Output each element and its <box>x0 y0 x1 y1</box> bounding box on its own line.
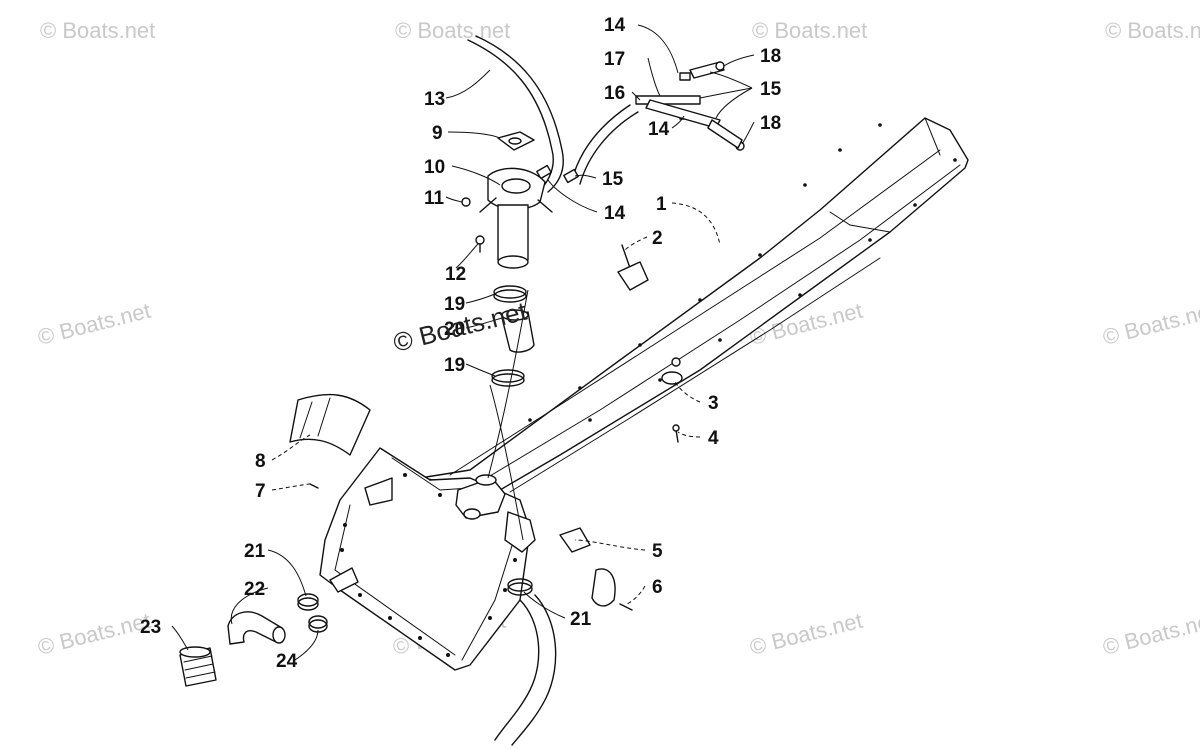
callout-15-upper: 15 <box>760 79 782 100</box>
callout-14-top: 14 <box>604 15 626 36</box>
callout-21-right: 21 <box>570 609 592 630</box>
part-10-filler-neck <box>479 167 553 269</box>
callout-20: 20 <box>444 319 465 340</box>
part-12-screw <box>475 235 485 253</box>
leader-lines <box>171 24 755 661</box>
watermark-text: © Boats.net <box>395 18 510 43</box>
part-21-clamp-left <box>297 593 319 611</box>
part-4-screw <box>672 424 680 443</box>
part-11-nut <box>461 197 471 207</box>
part-19-clamp-lower <box>491 369 525 387</box>
callout-18-lower: 18 <box>760 113 781 134</box>
callout-7: 7 <box>255 481 266 502</box>
callout-labels: 1 2 3 4 5 6 7 8 9 10 11 12 13 14 14 14 1… <box>140 15 782 672</box>
callout-14-lower: 14 <box>604 203 626 224</box>
part-24-clamp <box>308 615 328 633</box>
part-3-mount <box>661 357 683 385</box>
part-9-gasket <box>497 131 535 151</box>
callout-6: 6 <box>652 577 663 598</box>
callout-12: 12 <box>445 264 466 285</box>
part-2-pin <box>617 244 649 291</box>
watermark-text: © Boats.net <box>747 608 865 660</box>
callout-13: 13 <box>424 89 445 110</box>
watermark-text: © Boats.net <box>40 18 155 43</box>
part-18-caps <box>707 61 745 151</box>
callout-22: 22 <box>244 579 265 600</box>
callout-21-left: 21 <box>244 541 266 562</box>
callout-4: 4 <box>708 428 719 449</box>
callout-19-upper: 19 <box>444 294 465 315</box>
callout-15-lower: 15 <box>602 169 624 190</box>
heat-exchanger-body <box>319 447 536 671</box>
watermark-text: © Boats.net <box>1105 18 1200 43</box>
callout-3: 3 <box>708 393 719 414</box>
callout-2: 2 <box>652 228 663 249</box>
callout-14-middle: 14 <box>648 119 670 140</box>
callout-19-lower: 19 <box>444 355 465 376</box>
callout-18-upper: 18 <box>760 46 781 67</box>
callout-8: 8 <box>255 451 266 472</box>
part-21-clamp-right <box>507 578 533 596</box>
watermark-text: © Boats.net <box>752 18 867 43</box>
watermark-text: © Boats.net <box>1100 608 1200 660</box>
callout-16: 16 <box>604 83 625 104</box>
callout-23: 23 <box>140 617 161 638</box>
watermark-text: © Boats.net <box>35 608 153 660</box>
coolant-hose-lower <box>494 594 557 746</box>
part-20-sleeve <box>501 309 535 353</box>
callout-24: 24 <box>276 651 298 672</box>
watermark-text: © Boats.net <box>35 298 153 350</box>
part-23-connector <box>179 646 217 687</box>
part-13-vent-hose <box>467 35 564 193</box>
callout-11: 11 <box>424 188 445 209</box>
part-7-fitting <box>309 483 319 489</box>
callout-9: 9 <box>432 123 443 144</box>
part-19-clamp-upper <box>493 285 527 303</box>
callout-5: 5 <box>652 541 663 562</box>
part-1-rail-cooler <box>419 117 969 493</box>
part-6-mount <box>591 568 633 611</box>
callout-10: 10 <box>424 157 445 178</box>
callout-1: 1 <box>656 194 667 215</box>
part-22-elbow-hose <box>227 611 286 645</box>
part-8-heat-shield <box>289 393 371 456</box>
watermark-text: © Boats.net <box>1100 298 1200 350</box>
callout-17: 17 <box>604 49 625 70</box>
